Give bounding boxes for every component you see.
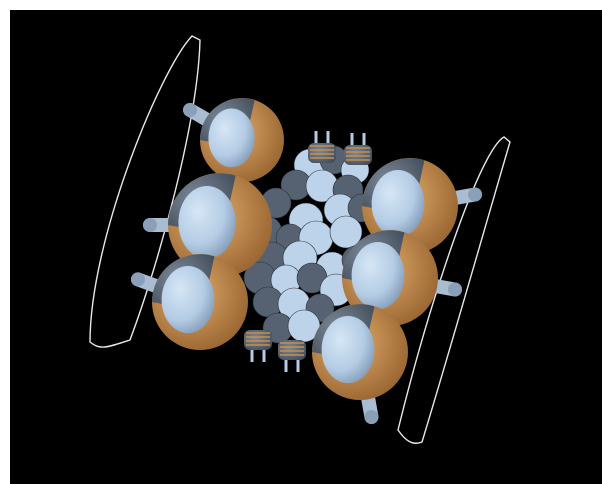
sphere-top-right-flange <box>467 187 482 202</box>
sphere-bottom-left-cap <box>161 266 215 334</box>
sphere-group <box>130 98 482 424</box>
sphere-top-left-flange <box>183 103 198 117</box>
sphere-left[interactable] <box>143 173 272 277</box>
sphere-top-right[interactable] <box>362 158 482 254</box>
valve-top-1[interactable] <box>308 131 336 163</box>
sphere-right[interactable] <box>342 230 462 326</box>
sphere-right-cap <box>351 242 405 310</box>
sphere-left-flange <box>143 218 157 232</box>
sphere-right-flange <box>447 282 462 297</box>
disk-14 <box>329 215 363 249</box>
sphere-top-right-cap <box>371 170 425 238</box>
sphere-top-left-cap <box>208 108 255 168</box>
valve-top-2[interactable] <box>344 133 372 165</box>
valve-bottom-2[interactable] <box>278 340 306 372</box>
valve-bottom-1[interactable] <box>244 330 272 362</box>
valve-group <box>244 131 372 372</box>
sphere-top-left[interactable] <box>183 98 284 182</box>
right-boundary-ring <box>397 136 511 444</box>
sphere-bottom-left[interactable] <box>130 254 248 350</box>
left-boundary-ring <box>89 35 201 348</box>
sphere-bottom-right-flange <box>364 409 379 424</box>
sphere-bottom-left-flange <box>130 272 145 287</box>
sphere-left-cap <box>178 186 236 259</box>
3d-viewport[interactable] <box>10 10 602 484</box>
3d-scene[interactable] <box>10 10 602 484</box>
sphere-bottom-right[interactable] <box>312 304 408 424</box>
sphere-bottom-right-cap <box>321 316 375 384</box>
